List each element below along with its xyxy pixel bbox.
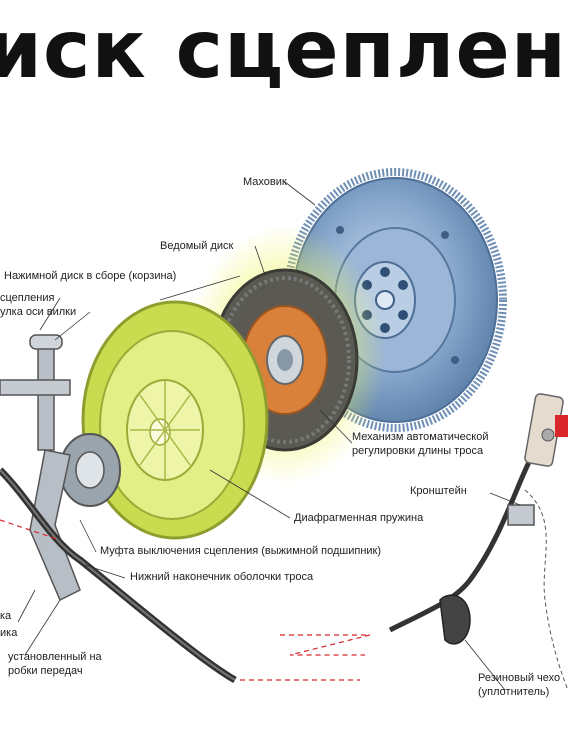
label-gearbox-1: установленный на [8, 651, 102, 663]
label-diaphragm-spring: Диафрагменная пружина [294, 512, 424, 524]
rubber-boot [439, 594, 471, 645]
dashed-path [280, 634, 371, 656]
red-accent [555, 415, 568, 437]
page-title: иск сцеплен [0, 3, 567, 96]
pressure-plate [81, 300, 269, 540]
clutch-cable-right [388, 458, 533, 633]
label-fork-bushing: улка оси вилки [0, 306, 77, 318]
leader-lines [17, 181, 521, 691]
pedal-outline [524, 489, 568, 691]
label-rubber-boot-2: (уплотнитель) [478, 686, 550, 698]
label-pressure-plate: Нажимной диск в сборе (корзина) [4, 270, 177, 282]
label-release-bearing: Муфта выключения сцепления (выжимной под… [100, 545, 382, 557]
label-bracket: Кронштейн [410, 485, 467, 497]
label-auto-adjust-1: Механизм автоматической [352, 431, 489, 443]
label-driven-disc: Ведомый диск [160, 240, 234, 252]
auto-adjust-mechanism [507, 393, 568, 526]
label-left-partial-2: ика [0, 627, 18, 639]
label-flywheel: Маховик [243, 176, 287, 188]
label-fork: сцепления [0, 292, 55, 304]
label-left-partial-1: ка [0, 610, 12, 622]
label-rubber-boot-1: Резиновый чехо [478, 672, 561, 684]
label-lower-tip: Нижний наконечник оболочки троса [130, 571, 314, 583]
label-gearbox-2: робки передач [8, 665, 83, 677]
label-auto-adjust-2: регулировки длины троса [352, 445, 484, 457]
clutch-fork [0, 334, 81, 602]
